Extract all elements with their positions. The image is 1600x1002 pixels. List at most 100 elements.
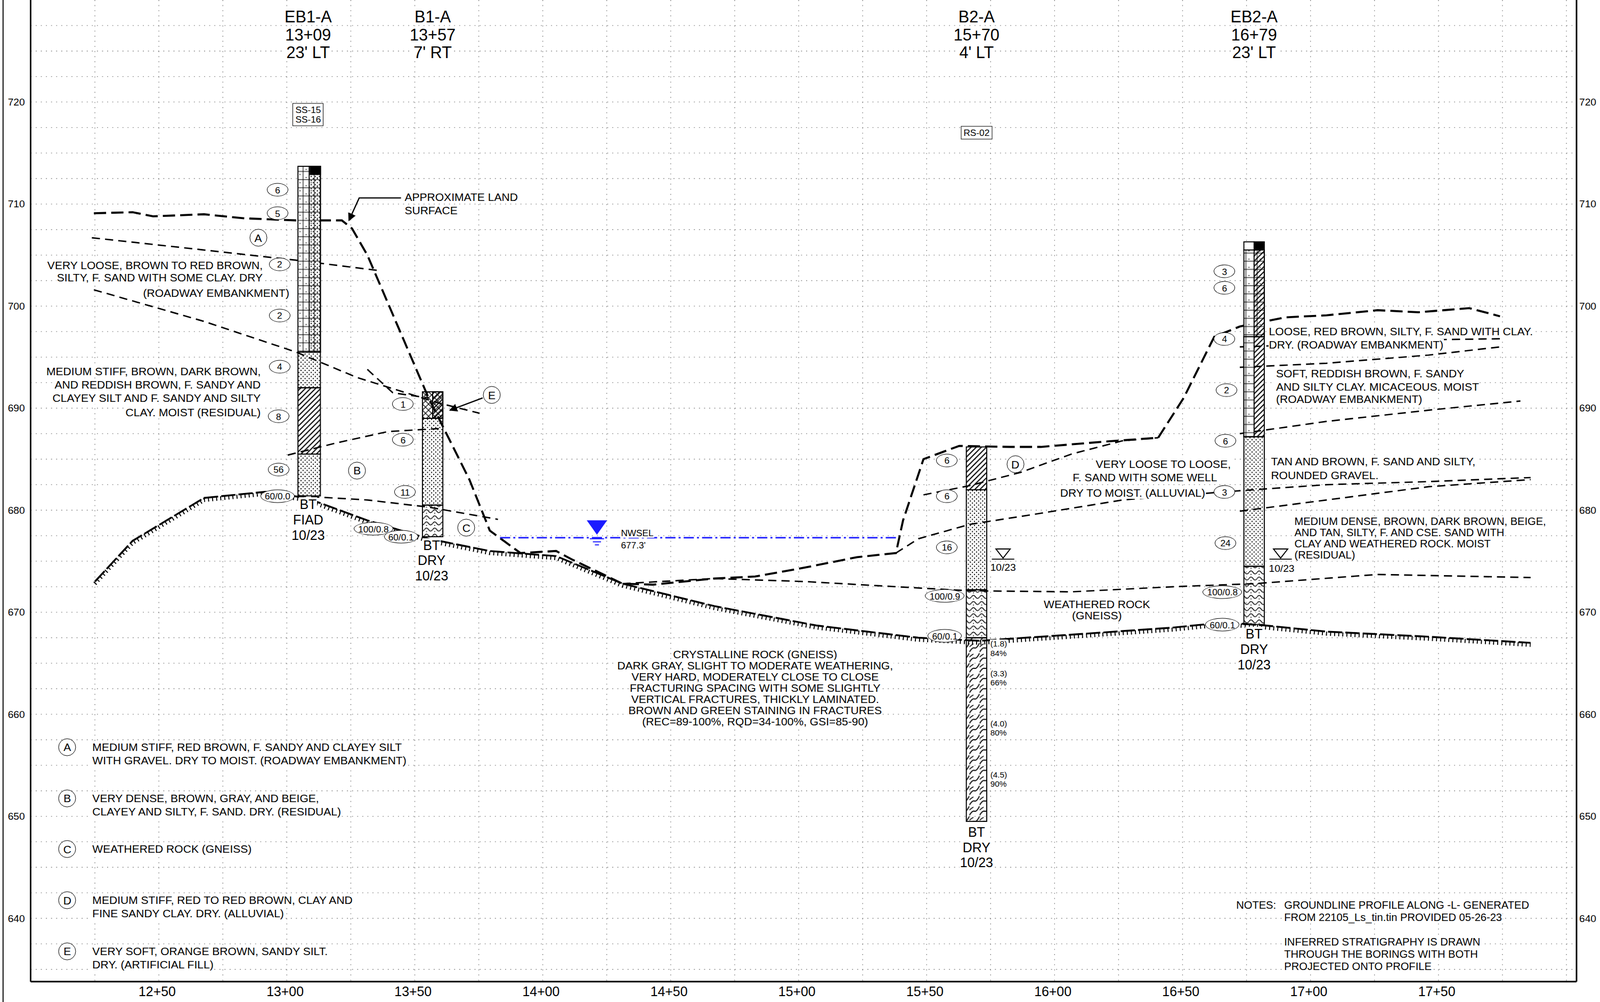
profile-label: AND REDDISH BROWN, F. SANDY AND <box>54 378 262 391</box>
profile-label: 13+50 <box>393 984 433 998</box>
stratum-letter-circle: E <box>58 941 77 960</box>
profile-label: CLAY. MOIST (RESIDUAL) <box>124 406 262 419</box>
node-text: 60/0.0 <box>264 491 291 501</box>
profile-label: 10/23 <box>290 527 326 542</box>
node-text: B <box>353 464 361 477</box>
blow-count-oval: 3 <box>1213 485 1236 499</box>
profile-label: EB1-A <box>283 7 333 26</box>
node-text: 8 <box>275 411 282 421</box>
node-text: E <box>488 388 496 401</box>
profile-label: 13+00 <box>265 984 305 998</box>
stratum-letter-circle: B <box>348 461 367 479</box>
profile-label: 700 <box>7 300 26 312</box>
stratum-letter-circle: D <box>58 891 77 909</box>
node-text: C <box>63 842 72 855</box>
profile-label: 720 <box>1578 96 1597 108</box>
blow-count-oval: 6 <box>266 183 289 197</box>
profile-label: DRY <box>962 840 992 855</box>
blow-count-oval: 2 <box>1215 383 1238 397</box>
profile-label: 10/23 <box>989 562 1017 573</box>
stratum-letter-circle: D <box>1006 455 1025 474</box>
profile-label: 650 <box>1578 810 1597 822</box>
profile-label: 10/23 <box>1237 657 1272 672</box>
profile-label: 660 <box>1578 709 1597 720</box>
profile-label: 15+50 <box>905 984 945 998</box>
profile-label: 10/23 <box>1268 563 1296 574</box>
node-text: A <box>63 741 71 753</box>
profile-label: ROUNDED GRAVEL. <box>1270 469 1379 482</box>
node-text: 60/0.1 <box>932 630 958 641</box>
blow-count-oval: 100/0.8 <box>1202 585 1242 599</box>
blow-count-oval: 4 <box>1213 331 1236 346</box>
blow-count-oval: 6 <box>1213 281 1236 295</box>
profile-label: 66% <box>989 678 1008 687</box>
profile-label: DRY <box>1239 642 1269 656</box>
profile-label: DRY. (ARTIFICIAL FILL) <box>91 958 214 971</box>
stratum-letter-circle: E <box>483 386 501 404</box>
node-text: RS-02 <box>963 127 990 138</box>
profile-label: AND TAN, SILTY, F. AND CSE. SAND WITH <box>1293 526 1505 539</box>
node-text: 100/0.8 <box>358 523 389 534</box>
node-text: SS-15 <box>295 104 321 115</box>
profile-label: CLAYEY SILT AND F. SANDY AND SILTY <box>52 392 262 404</box>
stratum-letter-circle: A <box>58 737 77 756</box>
node-text: 6 <box>944 491 950 501</box>
profile-label: (ROADWAY EMBANKMENT) <box>1275 393 1423 405</box>
profile-label: BT <box>298 497 318 511</box>
blow-count-oval: 6 <box>392 433 414 447</box>
profile-label: FIAD <box>292 512 324 527</box>
node-text: 60/0.1 <box>1209 619 1236 630</box>
blow-count-oval: 8 <box>267 409 290 424</box>
profile-label: AND SILTY CLAY. MICACEOUS. MOIST <box>1275 380 1480 393</box>
node-text: 60/0.1 <box>388 531 414 542</box>
blow-count-oval: 3 <box>1213 264 1236 279</box>
profile-label: 14+50 <box>650 984 689 998</box>
profile-label: 680 <box>7 505 26 516</box>
profile-label: DRY. (ROADWAY EMBANKMENT) <box>1268 338 1444 351</box>
node-text: 56 <box>273 464 284 475</box>
profile-label: CRYSTALLINE ROCK (GNEISS) <box>672 648 838 661</box>
profile-label: (1.8) <box>989 639 1009 648</box>
node-text: 6 <box>1221 282 1228 293</box>
profile-label: VERY SOFT, ORANGE BROWN, SANDY SILT. <box>91 945 329 957</box>
profile-label: TAN AND BROWN, F. SAND AND SILTY, <box>1270 455 1476 468</box>
profile-label: MEDIUM STIFF, RED BROWN, F. SANDY AND CL… <box>91 741 403 753</box>
profile-label: (ROADWAY EMBANKMENT) <box>142 287 290 299</box>
node-text: 3 <box>1221 486 1228 497</box>
profile-label: 23' LT <box>1231 43 1277 61</box>
node-text: 6 <box>274 184 281 195</box>
blow-count-oval: 16 <box>936 540 958 554</box>
profile-label: CLAYEY AND SILTY, F. SAND. DRY. (RESIDUA… <box>91 805 342 818</box>
node-text: B <box>63 792 71 804</box>
profile-label: 16+79 <box>1230 26 1278 44</box>
profile-label: MEDIUM DENSE, BROWN, DARK BROWN, BEIGE, <box>1293 515 1547 527</box>
blow-count-oval: 5 <box>266 206 289 221</box>
profile-label: 700 <box>1578 300 1597 312</box>
node-text: D <box>63 894 72 906</box>
profile-label: 640 <box>7 913 26 924</box>
profile-label: (4.5) <box>989 770 1009 779</box>
profile-label: BT <box>422 538 441 552</box>
profile-label: (RESIDUAL) <box>1293 549 1356 561</box>
profile-label: DARK GRAY, SLIGHT TO MODERATE WEATHERING… <box>616 659 894 672</box>
node-text: 11 <box>400 486 410 497</box>
blow-count-oval: 100/0.9 <box>924 589 965 603</box>
profile-label: FRACTURING SPACING WITH SOME SLIGHTLY <box>629 681 881 694</box>
stratum-letter-circle: A <box>249 229 267 247</box>
profile-label: 13+57 <box>409 26 457 44</box>
profile-label: 12+50 <box>137 984 177 998</box>
blow-count-oval: 6 <box>936 453 958 467</box>
profile-label: GROUNDLINE PROFILE ALONG -L- GENERATED <box>1283 899 1530 911</box>
blow-count-oval: 1 <box>392 397 414 411</box>
profile-label: 690 <box>1578 402 1597 414</box>
node-text: 100/0.9 <box>929 590 961 601</box>
profile-label: 17+00 <box>1289 984 1328 998</box>
profile-label: 84% <box>989 648 1008 658</box>
profile-label: BROWN AND GREEN STAINING IN FRACTURES <box>627 704 883 717</box>
profile-label: NWSEL <box>620 528 654 538</box>
sample-box: RS-02 <box>960 125 993 140</box>
profile-label: (4.0) <box>989 719 1009 728</box>
sample-box: SS-15SS-16 <box>292 102 324 126</box>
node-text: 6 <box>1222 435 1229 446</box>
